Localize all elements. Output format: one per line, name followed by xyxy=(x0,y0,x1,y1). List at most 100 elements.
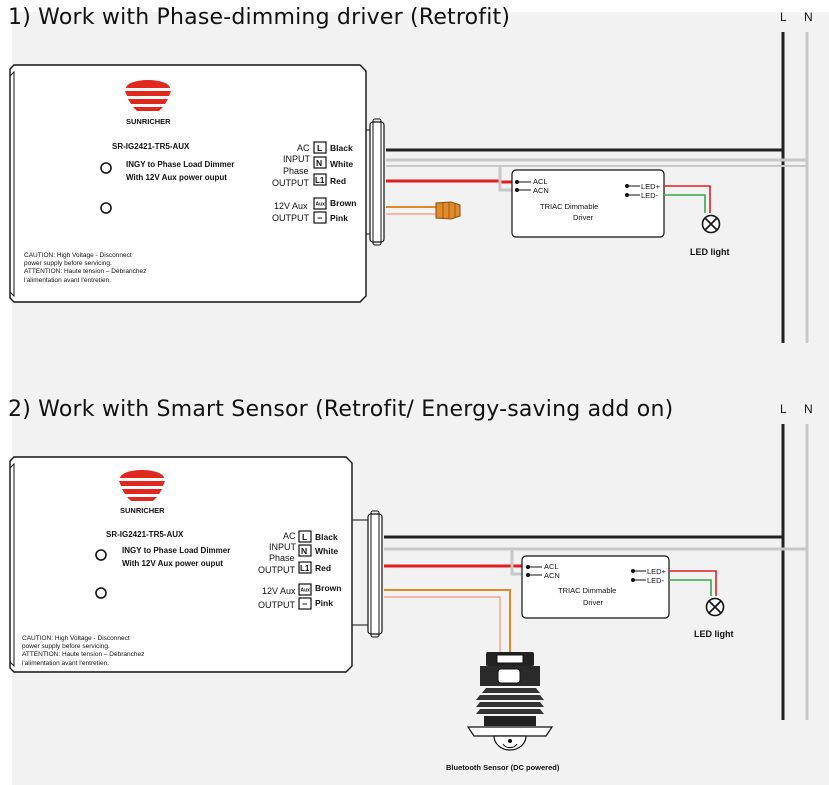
ac-label: AC xyxy=(297,143,310,153)
terminal-n-text: N xyxy=(316,158,322,168)
output2-label: OUTPUT xyxy=(272,213,310,223)
led-light-label: LED light xyxy=(690,247,730,257)
white-wire xyxy=(386,158,807,162)
led-neg-wire-2 xyxy=(669,579,712,596)
input-label-2: INPUT xyxy=(269,542,297,552)
terminal-aux xyxy=(313,197,327,210)
wire-red-label-2: Red xyxy=(315,563,331,573)
caution-line-2-2: power supply before servicing. xyxy=(22,643,110,650)
triac-driver: ACL ACN TRIAC Dimmable Driver LED+ LED- xyxy=(511,169,665,238)
driver-acl: ACL xyxy=(533,177,548,186)
caution-line-1-2: CAUTION: High Voltage - Disconnect xyxy=(22,635,130,642)
wire-black-label-2: Black xyxy=(315,532,338,542)
l-line-label: L xyxy=(780,10,787,24)
caution-line-4-2: l'alimentation avant l'entretien. xyxy=(22,660,109,667)
section-1-title: 1) Work with Phase-dimming driver (Retro… xyxy=(8,5,511,30)
device-desc-2: With 12V Aux power ouput xyxy=(126,173,227,182)
l-line-label-2: L xyxy=(780,402,787,416)
device-desc-2-2: With 12V Aux power ouput xyxy=(122,559,223,568)
wire-black-label: Black xyxy=(330,143,353,153)
led-lamp-icon-2 xyxy=(705,597,725,617)
device-model-2: SR-IG2421-TR5-AUX xyxy=(106,530,184,539)
sensor-label: Bluetooth Sensor (DC powered) xyxy=(446,763,560,772)
caution-line-1: CAUTION: High Voltage - Disconnect xyxy=(24,252,132,259)
driver-acn: ACN xyxy=(533,186,549,195)
driver-led-neg-2: LED- xyxy=(647,576,665,585)
wire-pink-label: Pink xyxy=(330,213,348,223)
section-2-diagram: L N SUNRICHER SR-IG2421-TR5-AUX INGY to … xyxy=(9,402,813,772)
cable-grommet xyxy=(369,118,385,246)
driver-name-2-2: Driver xyxy=(583,598,604,607)
led-neg-wire xyxy=(664,194,706,213)
dimmer-device-2: SUNRICHER SR-IG2421-TR5-AUX INGY to Phas… xyxy=(9,456,353,673)
red-wire xyxy=(386,179,515,184)
terminal-l-2 xyxy=(298,530,312,543)
terminal-aux-text-2: Aux xyxy=(301,588,311,594)
phase-label: Phase xyxy=(283,166,309,176)
driver-neutral-wire-2 xyxy=(510,549,525,576)
terminal-n-2 xyxy=(298,544,312,557)
ac-label-2: AC xyxy=(283,531,296,541)
terminal-minus-2 xyxy=(298,597,312,610)
wire-pink-label-2: Pink xyxy=(315,598,333,608)
terminal-minus-text-2: − xyxy=(302,599,307,609)
brand-name-2: SUNRICHER xyxy=(120,506,165,515)
terminal-l1-text: L1 xyxy=(315,176,325,185)
output2-label-2: OUTPUT xyxy=(258,600,296,610)
terminal-l xyxy=(313,141,327,154)
indicator-hole-2 xyxy=(100,202,112,214)
n-line-label: N xyxy=(804,10,813,24)
caution-line-3: ATTENTION: Haute tension – Débranchez xyxy=(24,268,146,275)
dimmer-device: SUNRICHER SR-IG2421-TR5-AUX INGY to Phas… xyxy=(9,64,367,303)
terminal-minus-text: − xyxy=(317,213,322,223)
device-desc-1: INGY to Phase Load Dimmer xyxy=(126,160,234,169)
driver-led-neg: LED- xyxy=(641,191,659,200)
indicator-hole-1 xyxy=(100,162,112,174)
driver-name-1: TRIAC Dimmable xyxy=(540,202,598,211)
driver-acl-2: ACL xyxy=(544,562,559,571)
terminal-n-text-2: N xyxy=(301,546,307,556)
triac-driver-2: ACL ACN TRIAC Dimmable Driver LED+ LED- xyxy=(521,555,670,619)
caution-line-3-2: ATTENTION: Haute tension – Débranchez xyxy=(22,651,144,658)
indicator-hole-4 xyxy=(95,587,107,599)
brand-name: SUNRICHER xyxy=(126,117,171,126)
aux-label: 12V Aux xyxy=(274,201,308,211)
terminal-aux-2 xyxy=(298,583,312,596)
terminal-l-text: L xyxy=(317,143,322,153)
driver-led-pos-2: LED+ xyxy=(647,567,667,576)
brown-wire-2 xyxy=(384,589,511,652)
terminal-n xyxy=(313,156,327,169)
caution-line-4: l'alimentation avant l'entretien. xyxy=(24,277,111,284)
wire-white-label: White xyxy=(330,159,353,169)
cable-grommet-2 xyxy=(367,510,383,638)
driver-neutral-wire xyxy=(498,166,515,192)
wire-red-label: Red xyxy=(330,176,346,186)
bluetooth-sensor-icon xyxy=(466,652,554,751)
led-lamp-icon xyxy=(701,214,721,234)
driver-led-pos: LED+ xyxy=(641,182,661,191)
led-light-label-2: LED light xyxy=(694,629,734,639)
wire-white-label-2: White xyxy=(315,546,338,556)
section-2-title: 2) Work with Smart Sensor (Retrofit/ Ene… xyxy=(8,397,674,422)
input-label: INPUT xyxy=(283,154,311,164)
led-pos-wire-2 xyxy=(669,570,717,596)
wire-brown-label-2: Brown xyxy=(315,583,341,593)
led-pos-wire xyxy=(664,185,711,213)
section-1-diagram: L N SUNRICHER SR-IG2421-TR5-AUX INGY to … xyxy=(9,10,813,343)
terminal-aux-text: Aux xyxy=(316,202,326,208)
terminal-l1-2 xyxy=(298,561,312,574)
wire-brown-label: Brown xyxy=(330,198,356,208)
n-line-label-2: N xyxy=(804,402,813,416)
device-desc-1-2: INGY to Phase Load Dimmer xyxy=(122,546,230,555)
aux-label-2: 12V Aux xyxy=(262,586,296,596)
driver-name-2: Driver xyxy=(573,213,594,222)
output-label-2: OUTPUT xyxy=(258,565,296,575)
caution-line-2: power supply before servicing. xyxy=(24,260,112,267)
terminal-l-text-2: L xyxy=(302,532,307,542)
pink-wire-2 xyxy=(384,596,501,652)
output-label: OUTPUT xyxy=(272,178,310,188)
terminal-l1 xyxy=(313,173,327,186)
wire-nut xyxy=(435,201,461,220)
indicator-hole-3 xyxy=(95,549,107,561)
